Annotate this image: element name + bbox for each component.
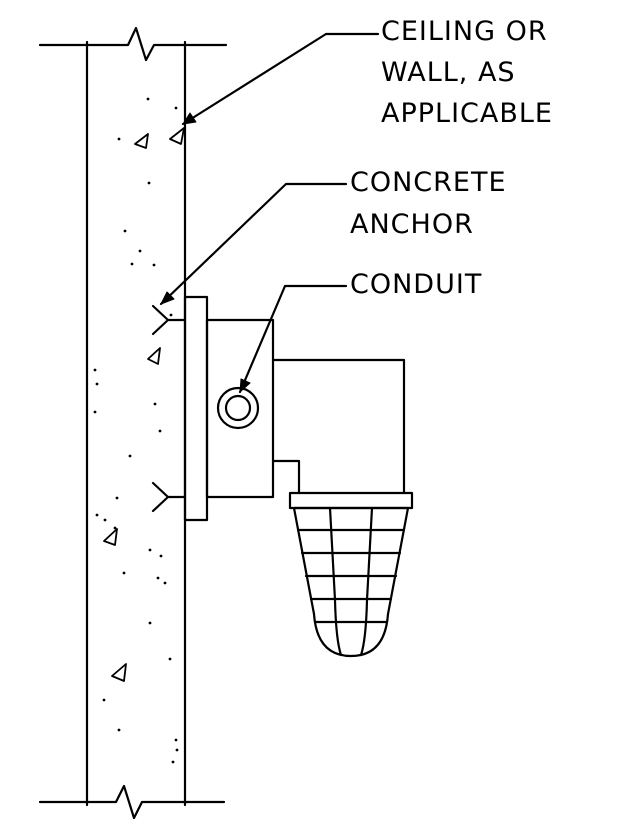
label-ceiling-line3: APPLICABLE	[381, 98, 553, 129]
wire-guard	[292, 506, 410, 658]
wall-slab	[85, 40, 187, 807]
label-anchor-line2: ANCHOR	[350, 209, 474, 240]
concrete-stipple	[93, 97, 179, 764]
label-conduit: CONDUIT	[350, 269, 483, 300]
leader-ceiling	[181, 32, 380, 126]
conduit	[216, 386, 260, 430]
break-line-bottom	[38, 784, 226, 820]
label-ceiling-line2: WALL, AS	[381, 57, 516, 88]
leader-conduit	[238, 284, 348, 394]
mounting-plate	[183, 295, 209, 522]
leader-anchor	[159, 182, 348, 306]
break-line-top	[38, 26, 228, 62]
label-anchor-line1: CONCRETE	[350, 167, 507, 198]
junction-box	[205, 318, 275, 499]
fixture-housing	[271, 358, 406, 495]
guard-collar	[288, 491, 414, 510]
concrete-anchor-upper	[151, 304, 170, 336]
concrete-aggregate	[103, 127, 185, 682]
concrete-anchor-lower	[151, 481, 170, 513]
label-ceiling-line1: CEILING OR	[381, 16, 548, 47]
